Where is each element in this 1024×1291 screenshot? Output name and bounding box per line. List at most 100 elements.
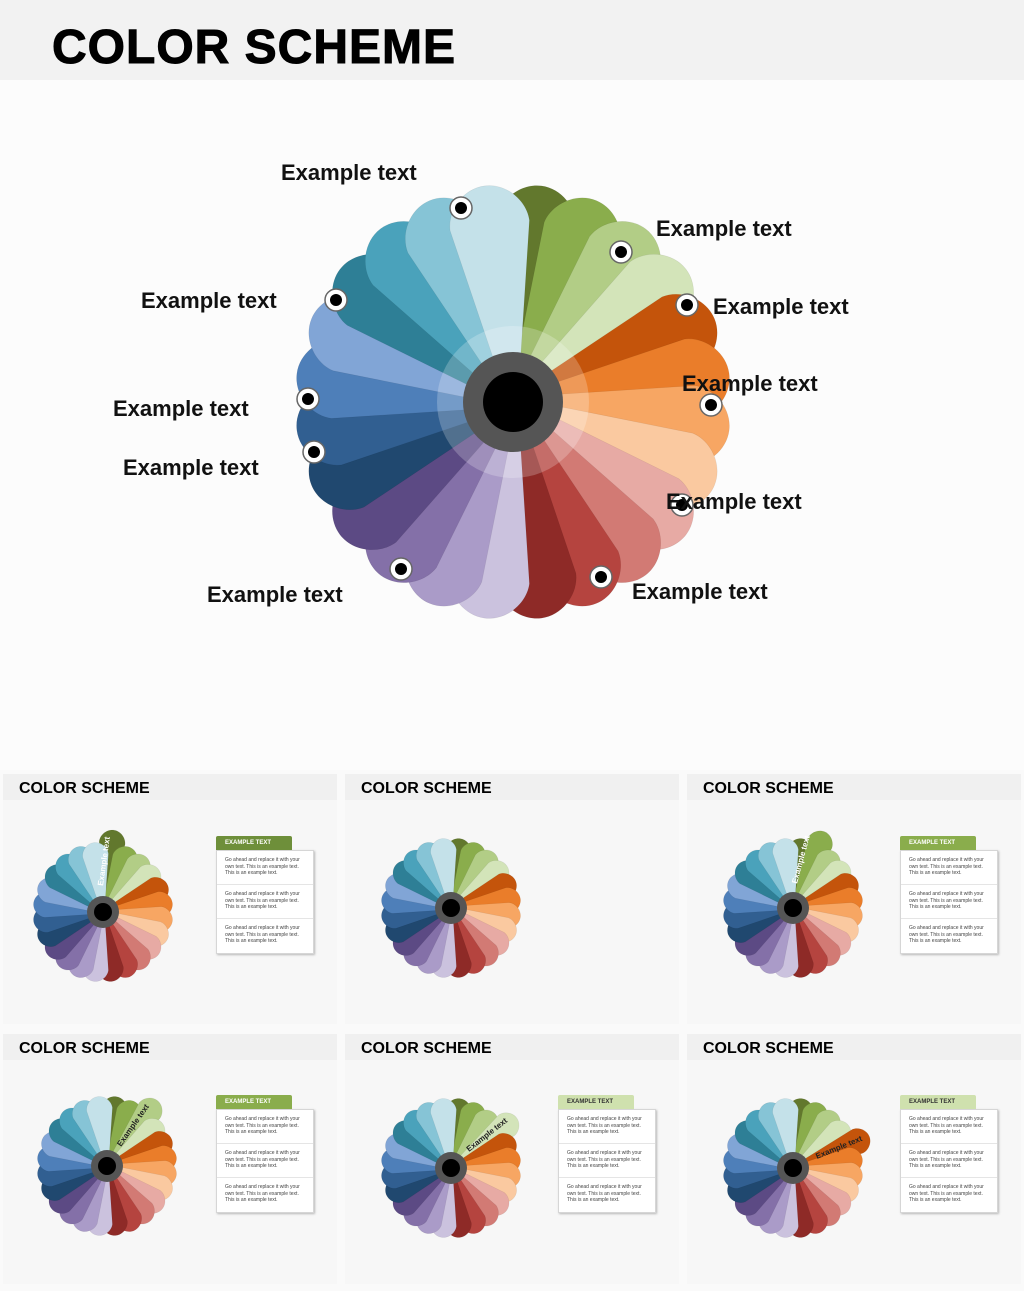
petal (430, 1098, 457, 1169)
panel-row: Go ahead and replace it with your own te… (559, 1144, 655, 1178)
marker-dot[interactable] (389, 557, 413, 581)
panel-row: Go ahead and replace it with your own te… (909, 1184, 984, 1203)
hub-core (784, 899, 802, 917)
petal (772, 1098, 799, 1169)
marker-dot[interactable] (449, 196, 473, 220)
panel-row: Go ahead and replace it with your own te… (217, 1144, 313, 1178)
thumbnail-wheel: Example text (381, 1098, 521, 1238)
thumbnail-wheel: Example text (33, 829, 173, 982)
marker-dot[interactable] (302, 440, 326, 464)
marker-dot[interactable] (699, 393, 723, 417)
panel-tab: EXAMPLE TEXT (558, 1095, 634, 1109)
thumbnail-wheel: Example text (37, 1096, 177, 1236)
panel-box: Go ahead and replace it with your own te… (558, 1109, 656, 1213)
thumbnail-wheel: Example text (723, 830, 863, 978)
panel-row: Go ahead and replace it with your own te… (559, 1110, 655, 1144)
marker-dots (296, 196, 723, 589)
thumbnail-header: COLOR SCHEME (687, 1034, 1021, 1060)
marker-dot[interactable] (670, 493, 694, 517)
thumbnail-title: COLOR SCHEME (361, 1040, 492, 1057)
thumbnail-slide-6[interactable]: COLOR SCHEME Example text EXAMPLE TEXT G… (687, 1034, 1021, 1284)
panel-tab: EXAMPLE TEXT (900, 1095, 976, 1109)
panel-row: Go ahead and replace it with your own te… (217, 885, 313, 919)
thumbnail-header: COLOR SCHEME (3, 774, 337, 800)
panel-row: Go ahead and replace it with your own te… (901, 885, 997, 919)
label-left-3[interactable]: Example text (123, 455, 259, 480)
hub-core (442, 1159, 460, 1177)
hub-core (483, 372, 543, 432)
thumbnail-header: COLOR SCHEME (3, 1034, 337, 1060)
label-right-2[interactable]: Example text (682, 371, 818, 396)
wheel-petals (381, 838, 521, 978)
hub-core (98, 1157, 116, 1175)
panel-row: Go ahead and replace it with your own te… (901, 1144, 997, 1178)
panel-box: Go ahead and replace it with your own te… (900, 850, 998, 954)
marker-dot[interactable] (675, 293, 699, 317)
wheel-hub (437, 326, 589, 478)
panel-tab: EXAMPLE TEXT (216, 836, 292, 850)
text-panel: EXAMPLE TEXT Go ahead and replace it wit… (900, 836, 998, 954)
thumbnail-title: COLOR SCHEME (361, 780, 492, 797)
panel-row: Go ahead and replace it with your own te… (225, 925, 300, 944)
panel-box: Go ahead and replace it with your own te… (216, 850, 314, 954)
panel-box: Go ahead and replace it with your own te… (216, 1109, 314, 1213)
marker-dot[interactable] (589, 565, 613, 589)
panel-row: Go ahead and replace it with your own te… (217, 851, 313, 885)
page-title: COLOR SCHEME (51, 21, 457, 75)
panel-row: Go ahead and replace it with your own te… (567, 1184, 642, 1203)
thumbnail-slide-1[interactable]: COLOR SCHEME Example text EXAMPLE TEXT G… (3, 774, 337, 1024)
label-lower-left[interactable]: Example text (207, 582, 343, 607)
hub-core (94, 903, 112, 921)
panel-row: Go ahead and replace it with your own te… (217, 1110, 313, 1144)
panel-tab: EXAMPLE TEXT (216, 1095, 292, 1109)
panel-row: Go ahead and replace it with your own te… (901, 851, 997, 885)
panel-row: Go ahead and replace it with your own te… (901, 1110, 997, 1144)
panel-box: Go ahead and replace it with your own te… (900, 1109, 998, 1213)
wheel-petals (723, 1098, 871, 1238)
hub-core (784, 1159, 802, 1177)
thumbnail-header: COLOR SCHEME (345, 774, 679, 800)
panel-row: Go ahead and replace it with your own te… (909, 925, 984, 944)
petal (449, 185, 530, 403)
wheel-labels: Example text Example text Example text E… (113, 160, 849, 607)
marker-dot[interactable] (324, 288, 348, 312)
thumbnail-header: COLOR SCHEME (687, 774, 1021, 800)
petal (86, 1096, 113, 1167)
label-right-1[interactable]: Example text (713, 294, 849, 319)
petal (430, 838, 457, 909)
label-left-2[interactable]: Example text (113, 396, 249, 421)
label-lower-right[interactable]: Example text (632, 579, 768, 604)
text-panel: EXAMPLE TEXT Go ahead and replace it wit… (216, 1095, 314, 1213)
text-panel: EXAMPLE TEXT Go ahead and replace it wit… (216, 836, 314, 954)
thumbnail-slide-4[interactable]: COLOR SCHEME Example text EXAMPLE TEXT G… (3, 1034, 337, 1284)
marker-dot[interactable] (609, 240, 633, 264)
marker-dot[interactable] (296, 387, 320, 411)
wheel-petals (296, 185, 730, 619)
label-right-3[interactable]: Example text (666, 489, 802, 514)
wheel-petals (381, 1098, 521, 1238)
wheel-petals (37, 1096, 177, 1236)
wheel-petals (33, 829, 173, 982)
panel-row: Go ahead and replace it with your own te… (225, 1184, 300, 1203)
wheel-petals (723, 830, 863, 978)
hub-core (442, 899, 460, 917)
label-upper-left[interactable]: Example text (141, 288, 277, 313)
text-panel: EXAMPLE TEXT Go ahead and replace it wit… (558, 1095, 656, 1213)
thumbnail-title: COLOR SCHEME (703, 1040, 834, 1057)
petal (772, 838, 799, 909)
thumbnail-slide-5[interactable]: COLOR SCHEME Example text EXAMPLE TEXT G… (345, 1034, 679, 1284)
main-color-wheel: Example text Example text Example text E… (113, 160, 849, 619)
thumbnail-header: COLOR SCHEME (345, 1034, 679, 1060)
label-upper-right[interactable]: Example text (656, 216, 792, 241)
petal (792, 1128, 871, 1170)
thumbnail-title: COLOR SCHEME (19, 780, 150, 797)
thumbnail-slide-3[interactable]: COLOR SCHEME Example text EXAMPLE TEXT G… (687, 774, 1021, 1024)
label-top[interactable]: Example text (281, 160, 417, 185)
petal (449, 1112, 520, 1170)
panel-tab: EXAMPLE TEXT (900, 836, 976, 850)
thumbnail-wheel: Example text (723, 1098, 871, 1238)
thumbnail-title: COLOR SCHEME (19, 1040, 150, 1057)
thumbnail-slide-2[interactable]: COLOR SCHEME (345, 774, 679, 1024)
text-panel: EXAMPLE TEXT Go ahead and replace it wit… (900, 1095, 998, 1213)
thumbnail-wheel (381, 838, 521, 978)
